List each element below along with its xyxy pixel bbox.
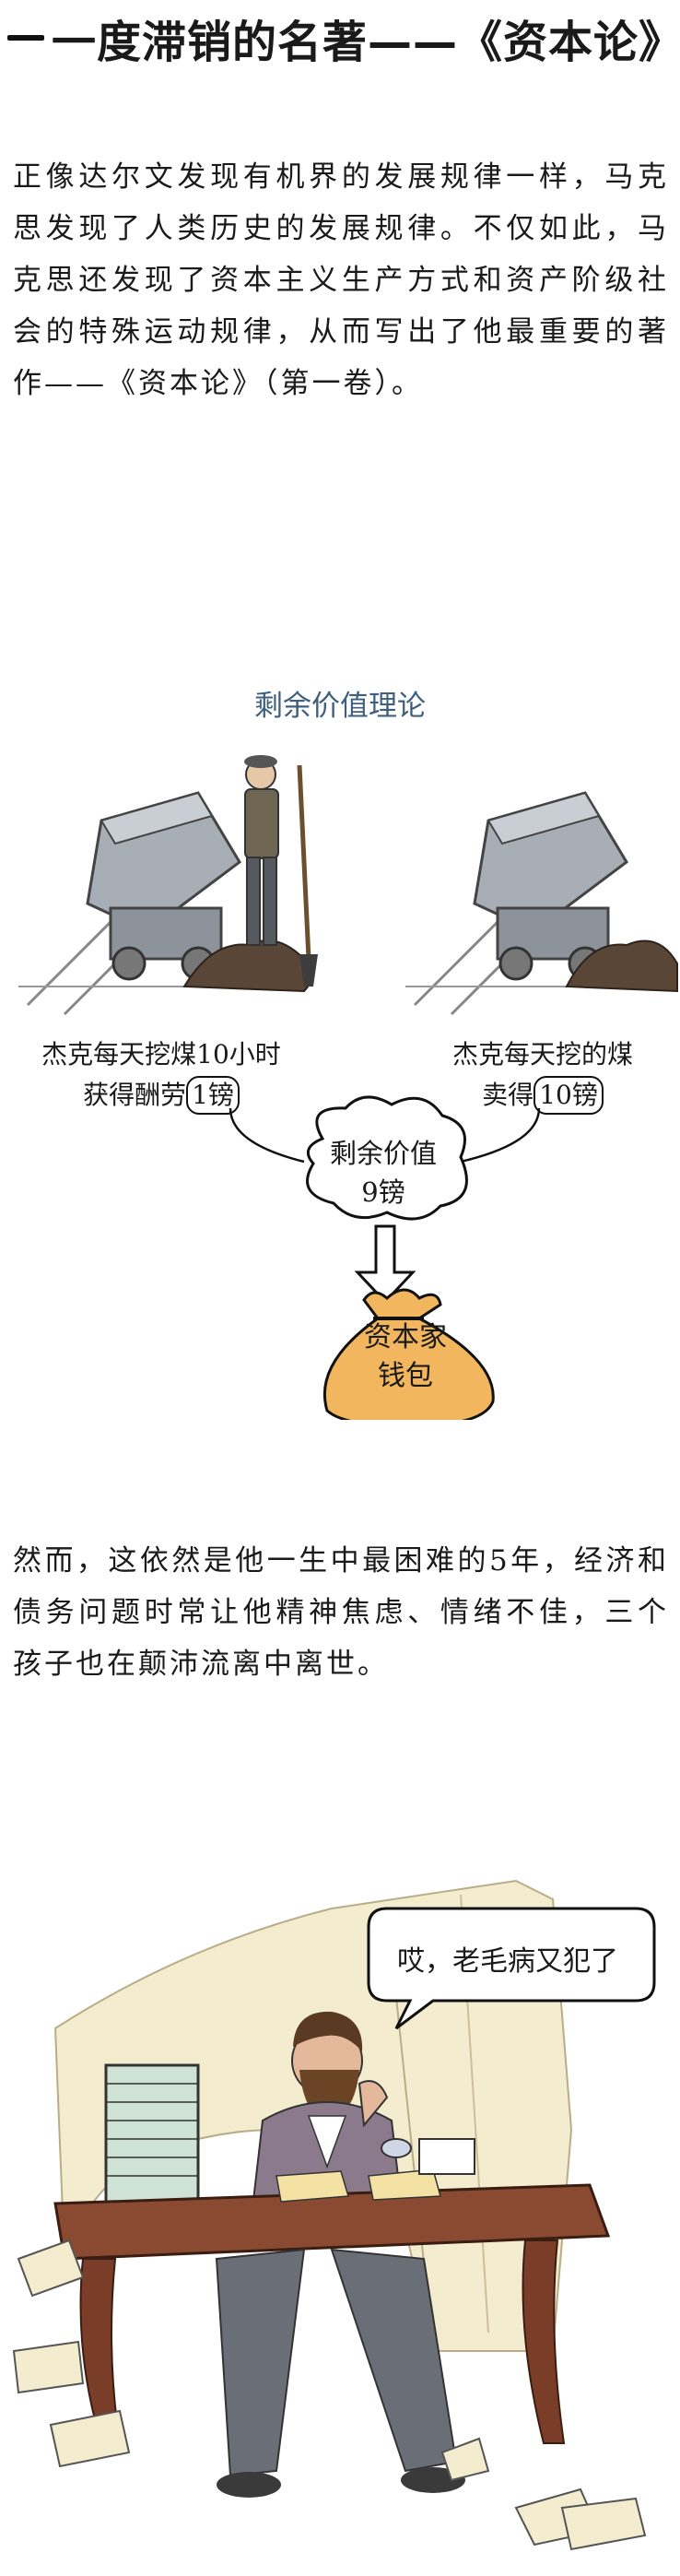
diagram-title: 剩余价值理论 (254, 690, 426, 723)
left-caption-line2-prefix: 获得酬劳 (83, 1080, 187, 1110)
down-arrow-icon (354, 1224, 416, 1305)
speech-bubble-text: 哎，老毛病又犯了 (397, 1945, 618, 1978)
surplus-value-diagram: 剩余价值理论 (0, 682, 680, 1420)
section-title: 一度滞销的名著——《资本论》 (52, 17, 680, 68)
right-caption-line1: 杰克每天挖的煤 (451, 1039, 633, 1069)
surplus-value-line1: 剩余价值 (329, 1138, 437, 1169)
money-bag-icon (322, 1288, 495, 1420)
marx-legs-illustration (215, 2248, 465, 2498)
right-caption-line2-prefix: 卖得 (482, 1080, 534, 1110)
hardship-paragraph: 然而，这依然是他一生中最困难的5年，经济和债务问题时常让他精神焦虑、情绪不佳，三… (13, 1544, 669, 1681)
marx-desk-illustration (12, 1879, 656, 2551)
coal-miner-illustration (244, 755, 318, 987)
manuscript-stack-illustration (104, 2063, 200, 2205)
money-bag-label: 资本家 钱包 (313, 1318, 498, 1396)
diagram-illustration (18, 755, 678, 1420)
sale-amount-box: 10镑 (533, 1076, 604, 1115)
money-bag-line1: 资本家 (364, 1321, 447, 1353)
wage-amount-box: 1镑 (186, 1076, 240, 1115)
surplus-value-line2: 9镑 (361, 1176, 405, 1208)
flow-connectors (229, 1107, 541, 1164)
section-header: 一度滞销的名著——《资本论》 (0, 0, 680, 76)
surplus-value-bubble (306, 1095, 468, 1221)
desk-illustration (53, 2138, 611, 2444)
coal-cart-right-illustration (405, 791, 678, 1016)
money-bag-line2: 钱包 (378, 1360, 433, 1392)
left-caption-line1: 杰克每天挖煤10小时 (41, 1039, 281, 1069)
scattered-papers-illustration (12, 2239, 647, 2551)
marx-desk-scene: 哎，老毛病又犯了 (0, 1872, 680, 2576)
speech-bubble (367, 1907, 656, 2030)
intro-paragraph: 正像达尔文发现有机界的发展规律一样，马克思发现了人类历史的发展规律。不仅如此，马… (13, 160, 669, 400)
header-dash (7, 35, 44, 41)
surplus-value-label: 剩余价值 9镑 (300, 1134, 466, 1211)
